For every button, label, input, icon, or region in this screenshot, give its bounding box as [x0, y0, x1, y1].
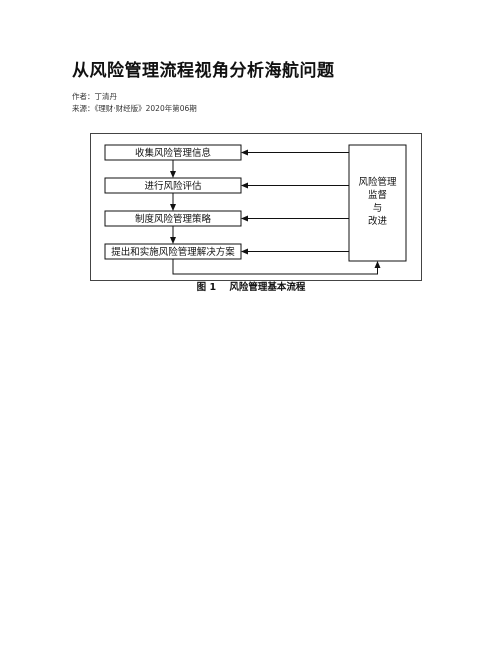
- figure-caption: 图 1 风险管理基本流程: [196, 282, 306, 293]
- risk-management-flow-diagram: 收集风险管理信息 进行风险评估 制度风险管理策略 提出和实施风险管理解决方案 风…: [90, 133, 422, 281]
- author-line: 作者：丁清丹: [72, 92, 117, 101]
- monitor-label-line-4: 改进: [368, 215, 388, 227]
- step-label-strategy: 制度风险管理策略: [135, 213, 212, 225]
- source-line: 来源：《理财·财经版》2020年第06期: [72, 104, 197, 113]
- arrow-solution-to-monitor: [172, 259, 381, 275]
- monitor-label-line-1: 风险管理: [358, 176, 397, 188]
- monitor-label-line-3: 与: [373, 203, 383, 214]
- step-label-solution: 提出和实施风险管理解决方案: [111, 246, 235, 258]
- monitor-box: [348, 144, 407, 262]
- monitor-label-line-2: 监督: [368, 189, 387, 201]
- article-title: 从风险管理流程视角分析海航问题: [72, 61, 335, 81]
- step-label-collect: 收集风险管理信息: [135, 147, 211, 159]
- step-label-assess: 进行风险评估: [144, 180, 202, 192]
